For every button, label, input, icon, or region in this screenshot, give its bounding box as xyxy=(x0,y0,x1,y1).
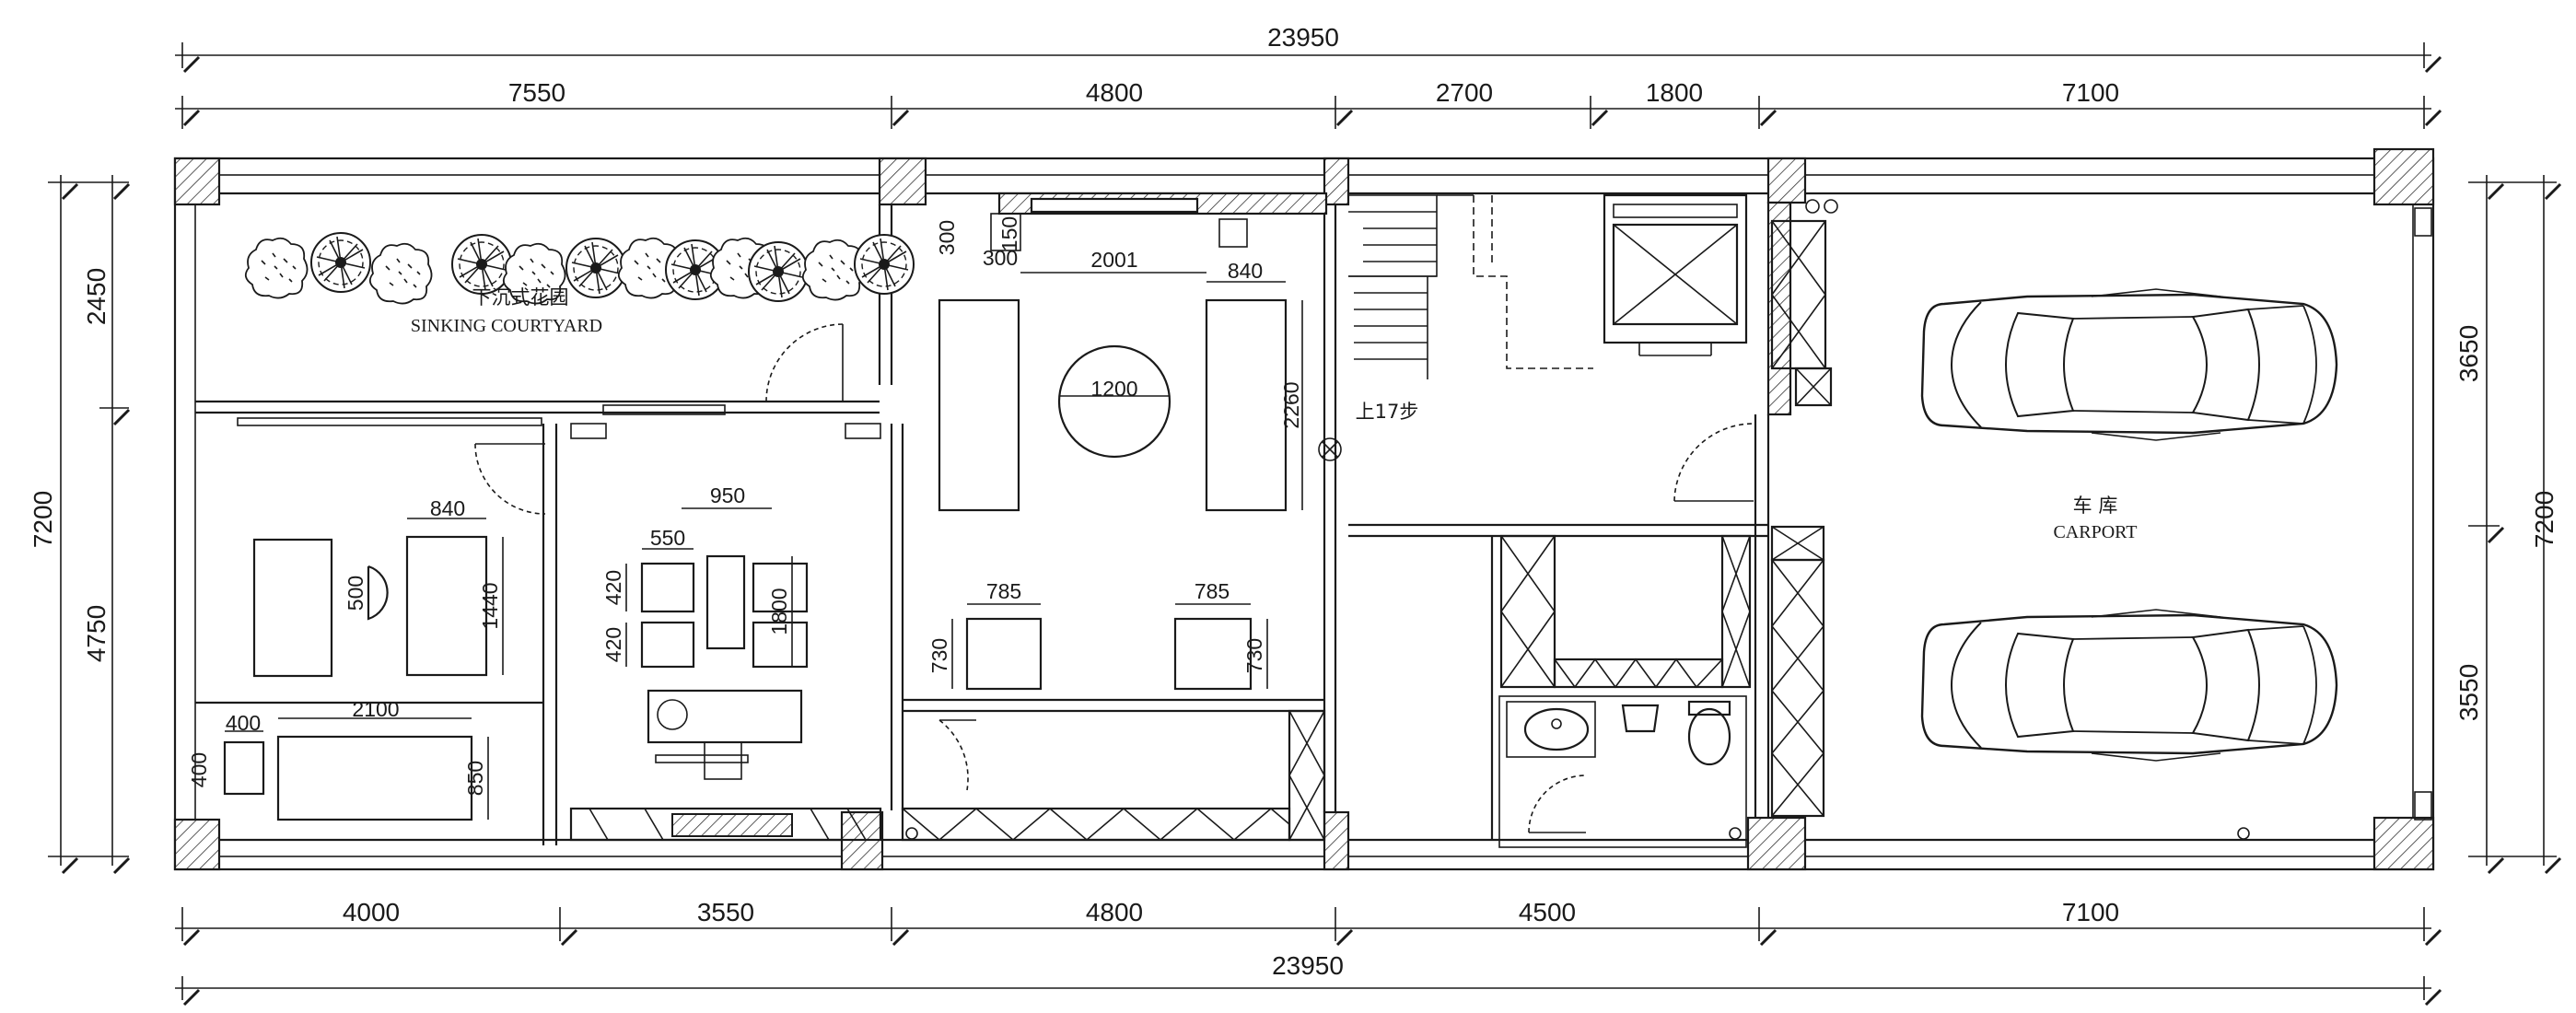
dimension-label: 950 xyxy=(710,483,745,507)
dim-top-1: 7550 xyxy=(508,78,565,107)
dimension-label: 550 xyxy=(650,526,685,550)
bathroom-fixtures xyxy=(1506,700,1742,840)
dim-top-2: 4800 xyxy=(1086,78,1143,107)
dimension-label: 2100 xyxy=(352,697,399,721)
left-room-furniture: 840 1440 500 400 2100 400 850 xyxy=(187,404,726,821)
dim-bottom-total: 23950 xyxy=(1272,951,1344,980)
courtyard-label-cn: 下沉式花园 xyxy=(472,286,569,309)
dimension-label: 400 xyxy=(226,711,261,735)
dimension-label: 1440 xyxy=(478,582,502,629)
tea-room-furniture: 950 550 420 420 1800 xyxy=(569,423,882,842)
dim-bottom-1: 4000 xyxy=(343,898,400,926)
dim-top-3: 2700 xyxy=(1436,78,1493,107)
dimension-label: 2260 xyxy=(1279,381,1303,428)
top-total-dimension: 23950 xyxy=(175,23,2442,74)
dimension-label: 150 xyxy=(997,216,1021,251)
dimension-label: 300 xyxy=(983,246,1018,270)
bottom-segment-dimensions: 4000 3550 4800 4500 7100 xyxy=(175,898,2442,947)
garage-cabinets xyxy=(1770,199,1838,818)
elevator xyxy=(1603,193,1748,356)
dimension-label: 500 xyxy=(344,576,367,611)
dim-left-total: 7200 xyxy=(29,491,57,548)
dining-room-furniture: 1200 2001 840 2260 300 300 150 785 785 7… xyxy=(901,213,1326,842)
dim-top-4: 1800 xyxy=(1646,78,1703,107)
dim-left-2: 4750 xyxy=(82,605,111,662)
car-top xyxy=(1920,287,2338,442)
dim-top-5: 7100 xyxy=(2062,78,2119,107)
dim-top-total: 23950 xyxy=(1267,23,1339,52)
car-bottom xyxy=(1920,608,2338,763)
dimension-label: 730 xyxy=(927,638,951,673)
left-dimensions: 7200 2450 4750 xyxy=(29,175,131,875)
dim-right-1: 3650 xyxy=(2454,325,2483,382)
courtyard-door xyxy=(765,323,844,402)
structural-columns xyxy=(173,147,2435,871)
dimension-label: 2001 xyxy=(1090,248,1137,272)
carport-label-cn: 车 库 xyxy=(2073,495,2118,517)
stair-note: 上17步 xyxy=(1356,401,1419,423)
dim-right-total: 7200 xyxy=(2530,491,2559,548)
dimension-label: 300 xyxy=(935,220,959,255)
dimension-label: 1200 xyxy=(1090,377,1137,401)
dim-right-2: 3550 xyxy=(2454,664,2483,721)
right-dimensions: 3650 3550 7200 xyxy=(2454,175,2562,875)
storage-cabinets xyxy=(1499,534,1752,689)
dimension-label: 850 xyxy=(463,761,487,796)
dimension-label: 420 xyxy=(601,627,625,662)
dimension-label: 785 xyxy=(1195,579,1230,603)
dim-bottom-3: 4800 xyxy=(1086,898,1143,926)
dim-left-1: 2450 xyxy=(82,268,111,325)
courtyard-label-en: SINKING COURTYARD xyxy=(411,316,602,336)
dim-bottom-4: 4500 xyxy=(1519,898,1576,926)
bottom-total-dimension: 23950 xyxy=(175,951,2442,1007)
dimension-label: 840 xyxy=(430,496,465,520)
dim-bottom-2: 3550 xyxy=(697,898,754,926)
dimension-label: 730 xyxy=(1242,638,1266,673)
dimension-label: 785 xyxy=(986,579,1021,603)
dimension-label: 420 xyxy=(601,570,625,605)
dimension-label: 840 xyxy=(1228,259,1263,283)
staircase: 上17步 xyxy=(1318,194,1593,461)
dimension-label: 400 xyxy=(187,752,211,787)
hall-garage-door xyxy=(1673,423,1754,502)
carport-label-en: CARPORT xyxy=(2053,522,2137,542)
dimension-label: 1800 xyxy=(767,588,791,635)
dim-bottom-5: 7100 xyxy=(2062,898,2119,926)
top-segment-dimensions: 7550 4800 2700 1800 7100 xyxy=(175,78,2442,129)
